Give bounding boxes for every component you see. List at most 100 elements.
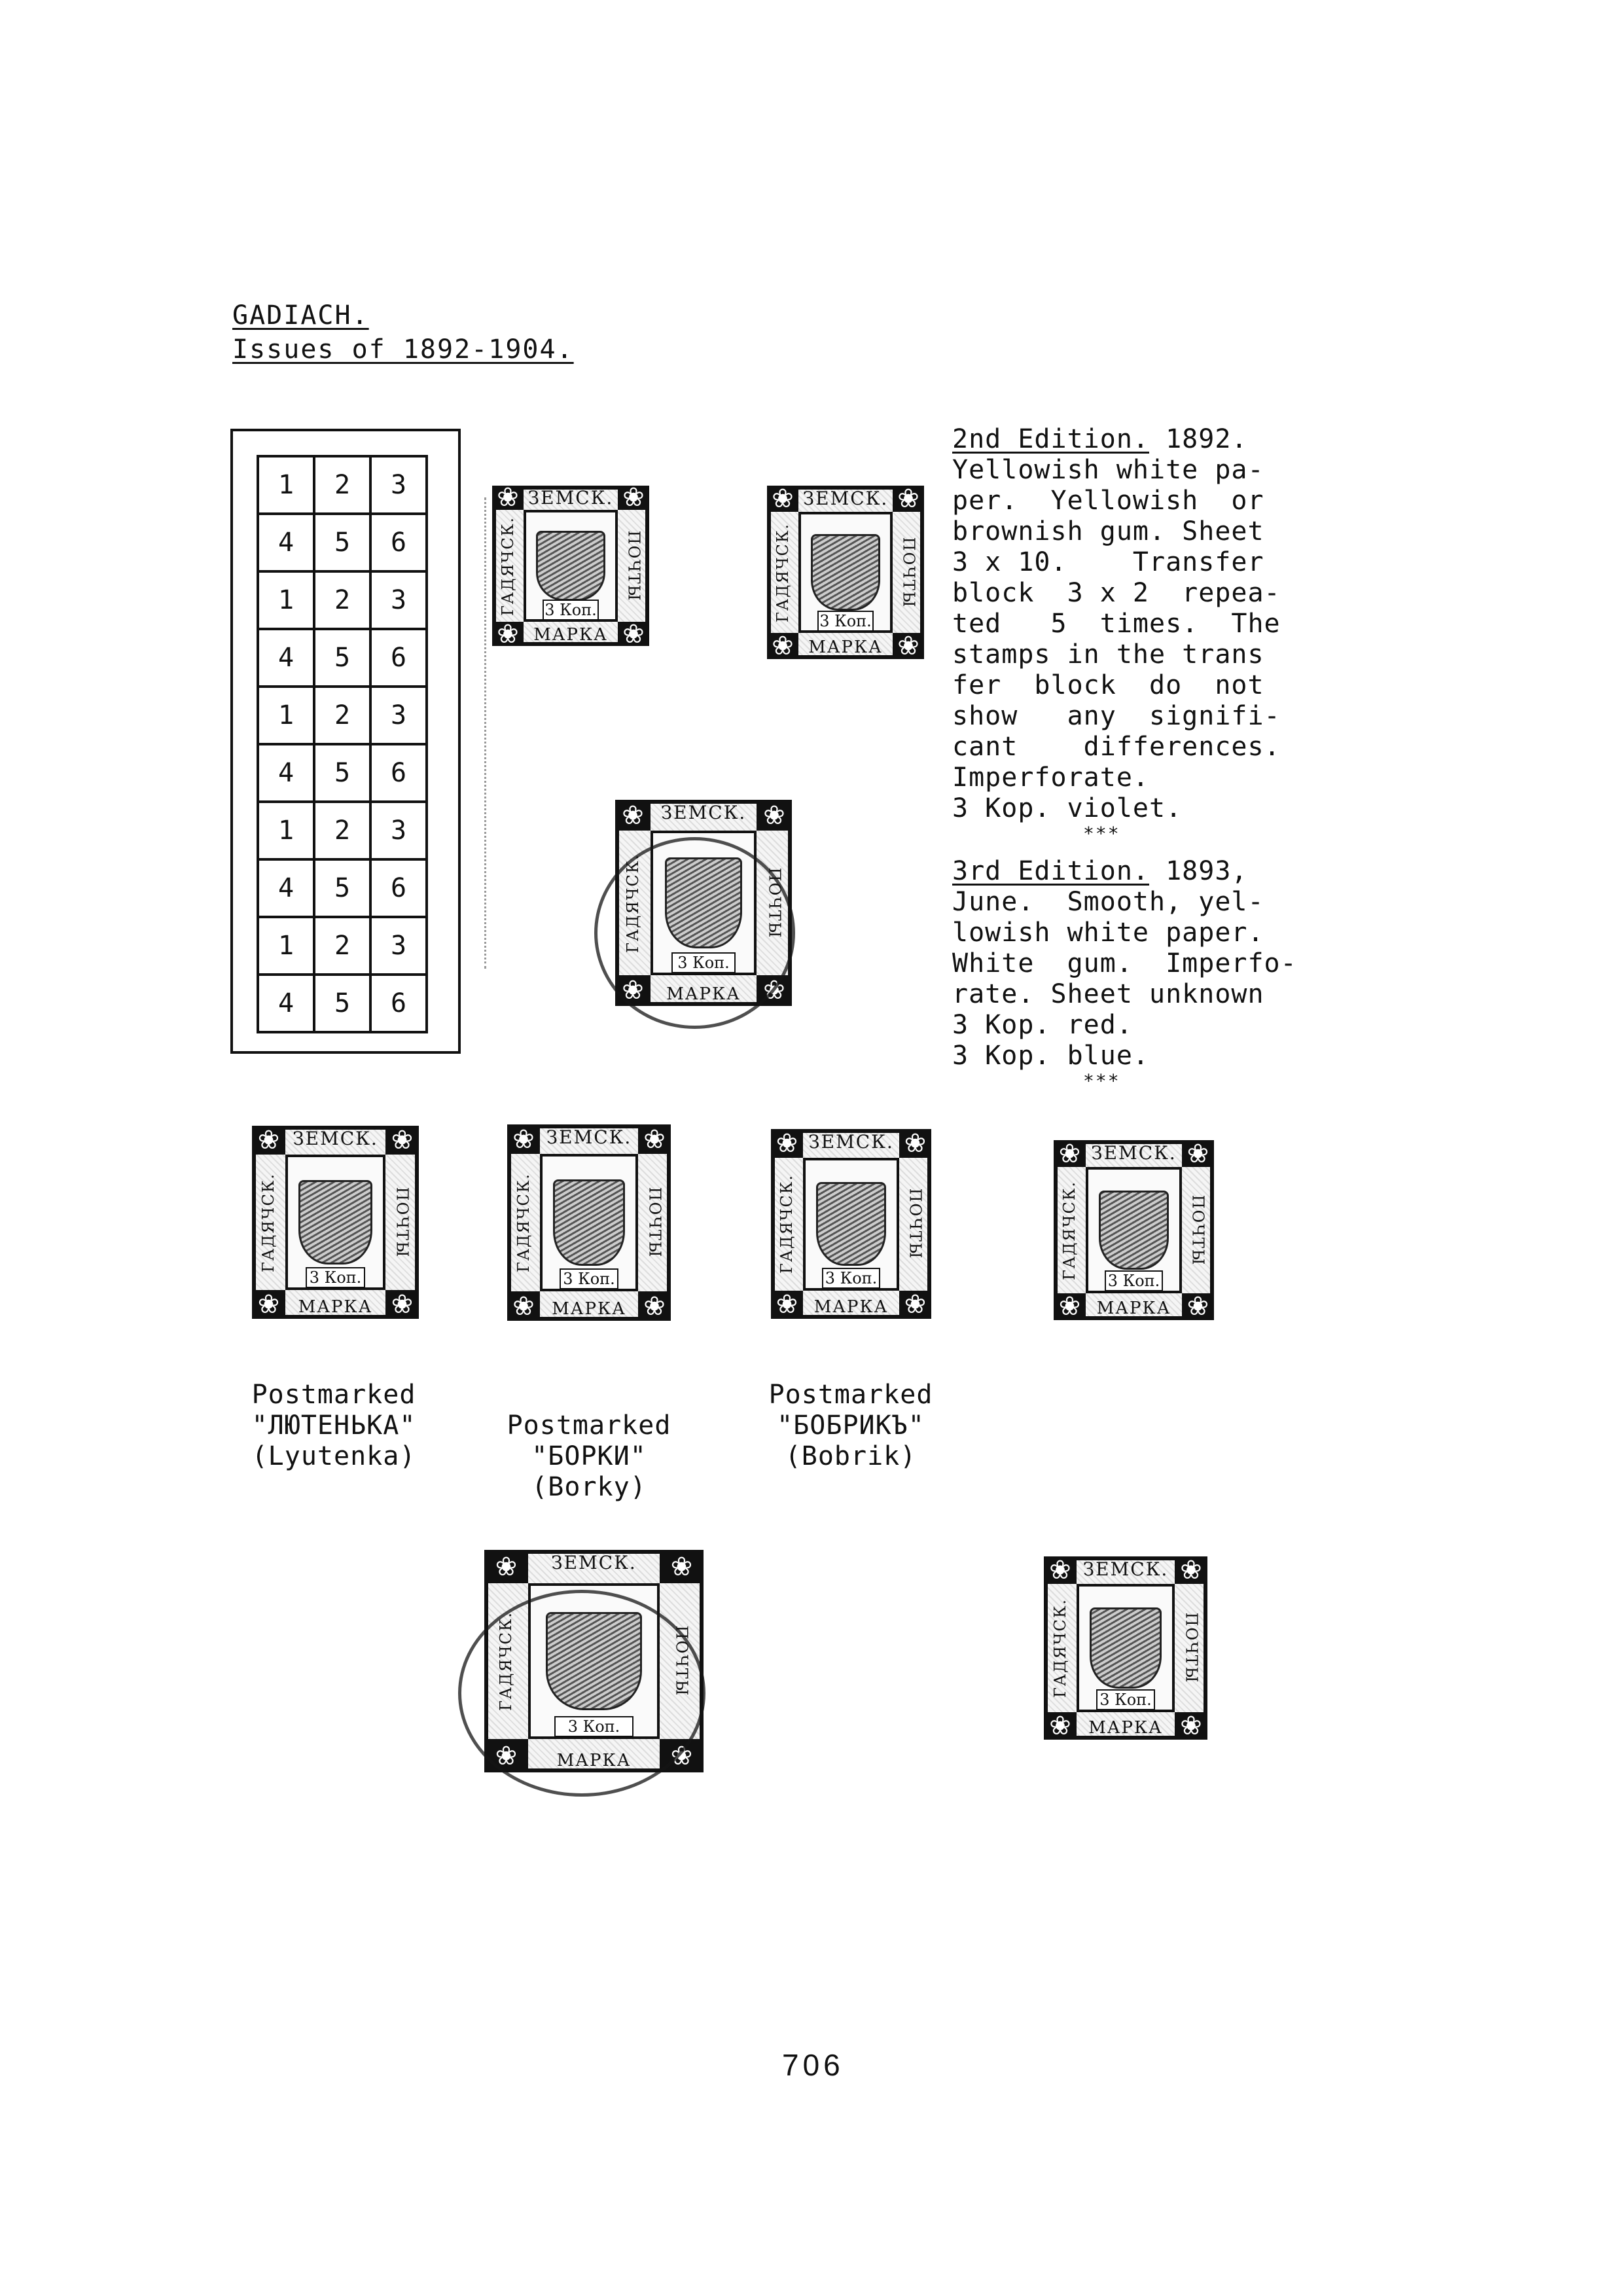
sheet-cell: 3: [372, 918, 428, 976]
sheet-cell: 3: [372, 457, 428, 515]
edition-2-heading: 2nd Edition.: [952, 424, 1149, 454]
corner-ornament-icon: [1044, 1556, 1077, 1584]
coat-of-arms-icon: [553, 1179, 625, 1266]
caption-line: "БОРКИ": [531, 1441, 647, 1471]
stamp-left-text: ГАДЯЧСК.: [1060, 1180, 1079, 1280]
stamp-right-text: ПОЧТЫ: [899, 537, 918, 608]
corner-ornament-icon: [1175, 1556, 1207, 1584]
edition-3-line: 3 Kop. red.: [952, 1010, 1133, 1040]
sheet-cell: 5: [315, 861, 372, 918]
sheet-cell: 5: [315, 515, 372, 573]
stamp-right-text: ПОЧТЫ: [1188, 1194, 1207, 1266]
caption-bobrik: Postmarked "БОБРИКЪ" (Bobrik): [733, 1380, 969, 1472]
sheet-cell: 5: [315, 745, 372, 803]
edition-2-line: show any signifi-: [952, 701, 1281, 731]
stamp-top-text: ЗЕМСК.: [808, 1130, 894, 1153]
corner-ornament-icon: [1054, 1140, 1086, 1168]
corner-ornament-icon: [615, 800, 651, 831]
stamp-value-text: 3 Коп.: [1105, 1270, 1163, 1291]
stamp-right-text: ПОЧТЫ: [1182, 1612, 1200, 1684]
sheet-cell: 6: [372, 861, 428, 918]
edition-2-line: brownish gum. Sheet: [952, 516, 1264, 547]
sheet-cell: 5: [315, 976, 372, 1033]
corner-ornament-icon: [618, 486, 649, 510]
corner-ornament-icon: [771, 1290, 803, 1319]
caption-line: (Lyutenka): [251, 1441, 416, 1471]
corner-ornament-icon: [1175, 1712, 1207, 1740]
sheet-cell: 3: [372, 803, 428, 861]
stamp-top-text: ЗЕМСК.: [660, 802, 747, 824]
edition-3-block: 3rd Edition. 1893, June. Smooth, yel-low…: [952, 856, 1297, 1091]
edition-2-line: ted 5 times. The: [952, 609, 1281, 639]
page-title: GADIACH.: [232, 300, 369, 331]
stamp-top-text: ЗЕМСК.: [293, 1127, 378, 1149]
postmark-icon: [457, 1590, 706, 1797]
caption-line: "БОБРИКЪ": [777, 1410, 925, 1441]
sheet-cell: 5: [315, 630, 372, 688]
stamp-left-text: ГАДЯЧСК.: [774, 522, 793, 622]
stamp-left-text: ГАДЯЧСК.: [514, 1172, 533, 1273]
corner-ornament-icon: [1182, 1140, 1214, 1168]
corner-ornament-icon: [767, 486, 798, 512]
edition-3-line: White gum. Imperfo-: [952, 948, 1297, 978]
caption-line: Postmarked: [251, 1380, 416, 1410]
edition-2-line: Yellowish white pa-: [952, 455, 1264, 485]
edition-2-line: block 3 x 2 repea-: [952, 578, 1281, 608]
page-subtitle: Issues of 1892-1904.: [232, 334, 574, 365]
corner-ornament-icon: [893, 633, 924, 659]
caption-borky: Postmarked "БОРКИ" (Borky): [471, 1410, 707, 1503]
coat-of-arms-icon: [815, 1182, 887, 1266]
stamp-left-text: ГАДЯЧСК.: [777, 1174, 796, 1274]
corner-ornament-icon: [1044, 1712, 1077, 1740]
stamp-right-text: ПОЧТЫ: [906, 1188, 925, 1260]
corner-ornament-icon: [767, 633, 798, 659]
stamp-left-text: ГАДЯЧСК.: [259, 1172, 278, 1272]
stamp-value-text: 3 Коп.: [305, 1266, 366, 1288]
coat-of-arms-icon: [1090, 1607, 1162, 1689]
sheet-cell: 1: [259, 457, 315, 515]
sheet-cell: 6: [372, 515, 428, 573]
corner-ornament-icon: [757, 800, 792, 831]
stamp-top-text: ЗЕМСК.: [1091, 1141, 1177, 1164]
sheet-cell: 4: [259, 861, 315, 918]
caption-line: (Borky): [531, 1472, 647, 1502]
edition-3-description: June. Smooth, yel-lowish white paper.Whi…: [952, 887, 1297, 1071]
coat-of-arms-icon: [536, 530, 605, 601]
stamp-left-text: ГАДЯЧСК.: [1051, 1598, 1070, 1698]
stamp-top-text: ЗЕМСК.: [551, 1552, 637, 1574]
caption-line: (Bobrik): [785, 1441, 917, 1471]
edition-2-heading-line: 2nd Edition. 1892.: [952, 424, 1281, 455]
stamp-top-text: ЗЕМСК.: [527, 487, 614, 509]
corner-ornament-icon: [492, 486, 524, 510]
stamp-value-text: 3 Коп.: [560, 1268, 618, 1289]
sheet-cell: 4: [259, 515, 315, 573]
corner-ornament-icon: [385, 1289, 419, 1319]
stamp-value-text: 3 Коп.: [822, 1267, 880, 1289]
sheet-diagram-frame: [230, 429, 461, 1054]
sheet-cell: 3: [372, 688, 428, 745]
stamp-right-text: ПОЧТЫ: [645, 1187, 664, 1259]
edition-3-line: 3 Kop. blue.: [952, 1041, 1149, 1071]
stamp-top-text: ЗЕМСК.: [546, 1126, 632, 1148]
stamp-bottom-text: МАРКА: [808, 637, 883, 658]
sheet-cell: 6: [372, 745, 428, 803]
corner-ornament-icon: [618, 622, 649, 646]
corner-ornament-icon: [385, 1126, 419, 1155]
sheet-cell: 4: [259, 745, 315, 803]
edition-3-line: lowish white paper.: [952, 918, 1264, 948]
corner-ornament-icon: [638, 1291, 671, 1321]
edition-2-line: 3 x 10. Transfer: [952, 547, 1264, 577]
edition-2-line: stamps in the trans: [952, 639, 1264, 670]
stamp-bottom-text: МАРКА: [552, 1299, 626, 1319]
sheet-cell: 4: [259, 976, 315, 1033]
stamp-top-text: ЗЕМСК.: [1082, 1558, 1169, 1580]
edition-3-line: June. Smooth, yel-: [952, 887, 1264, 917]
sheet-cell: 2: [315, 573, 372, 630]
